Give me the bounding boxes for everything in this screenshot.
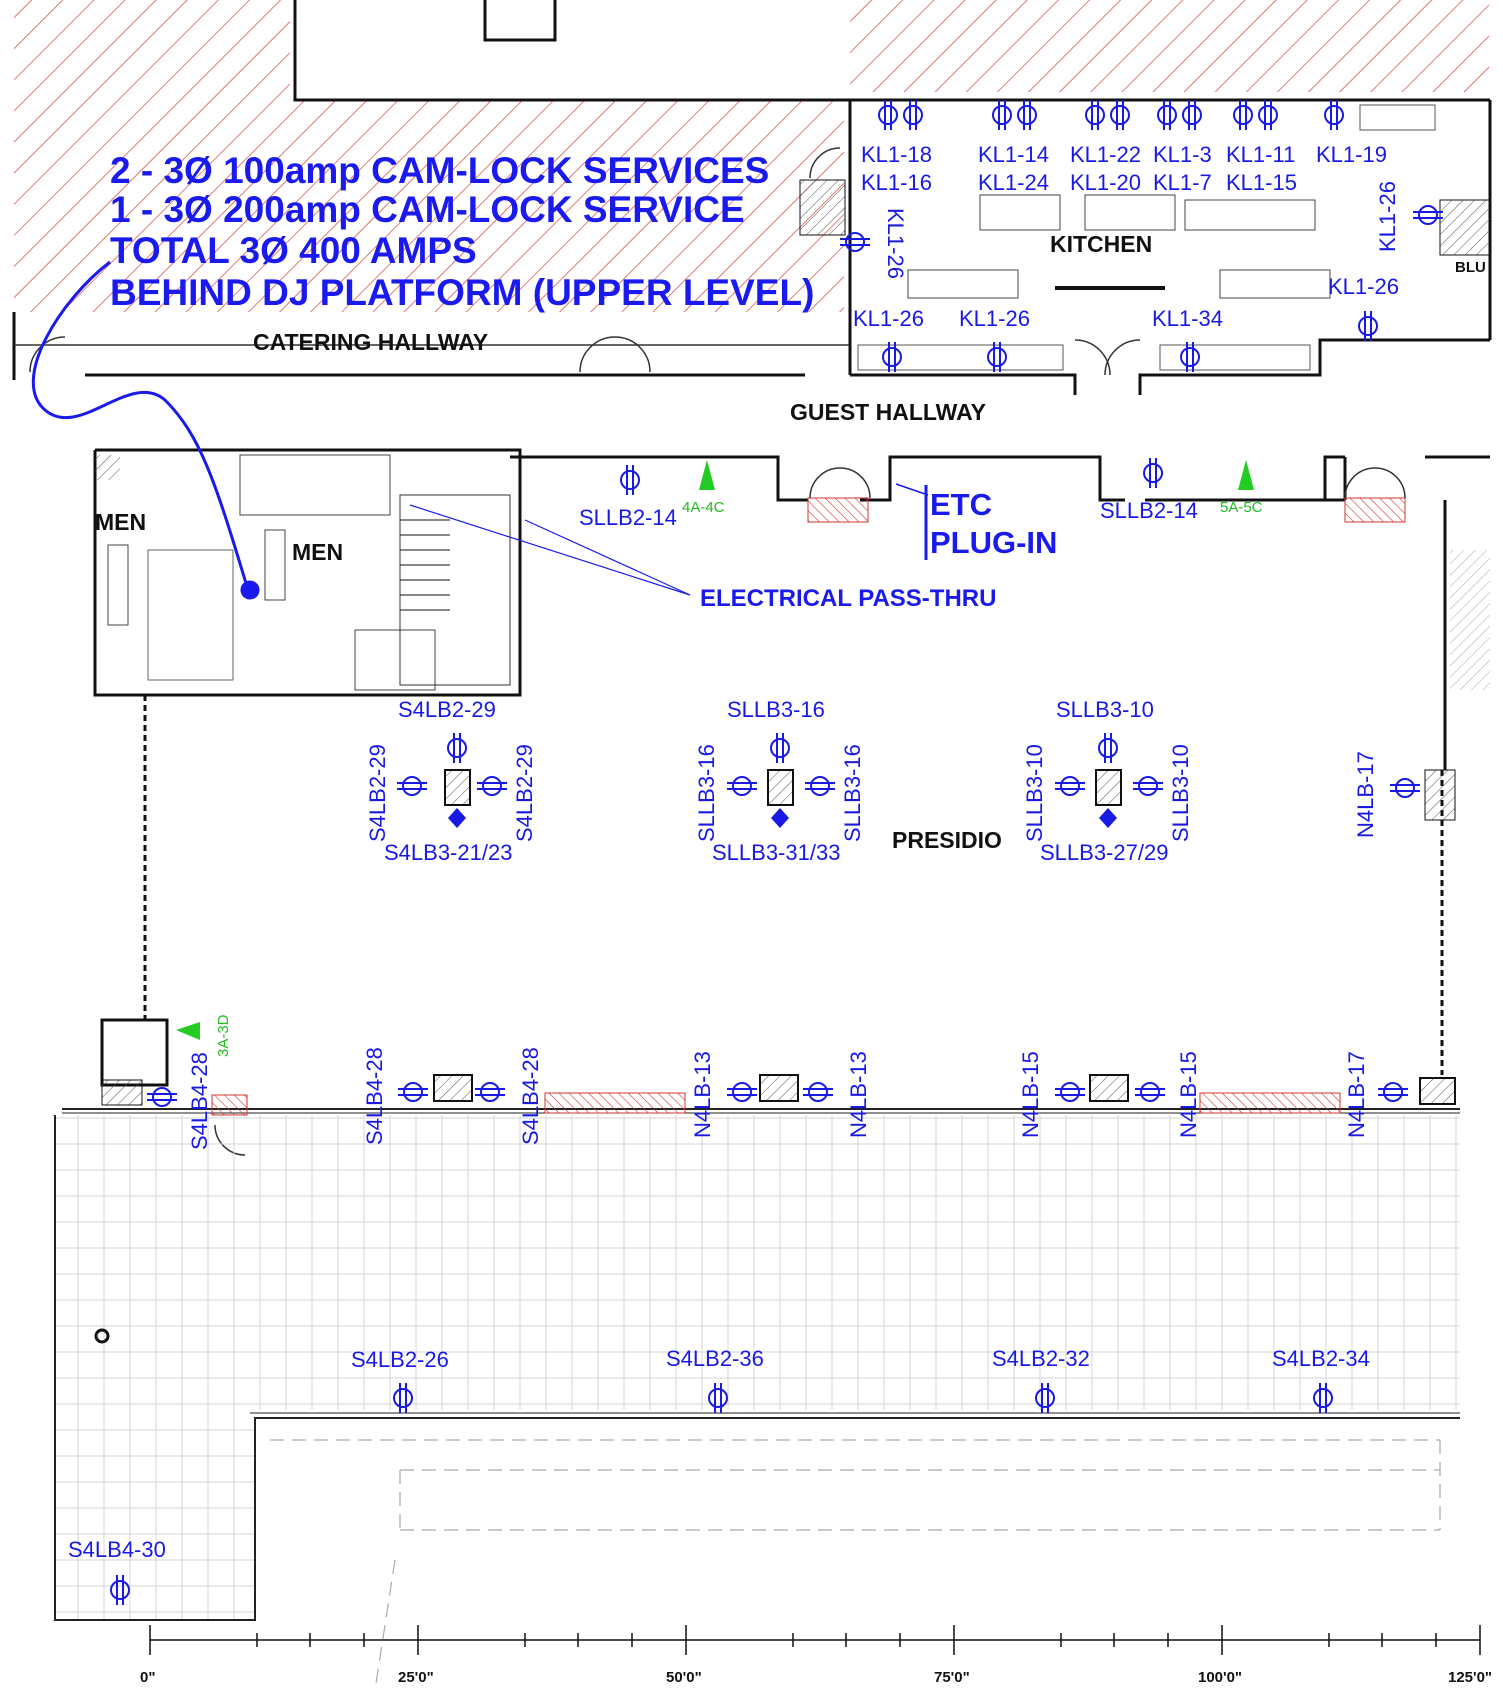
- floor-box-diamonds: [448, 808, 1117, 828]
- marker-label: 3A-3D: [215, 1014, 232, 1057]
- presidio-label: PRESIDIO: [892, 827, 1002, 853]
- marker-label: 4A-4C: [682, 499, 725, 516]
- circuit-label: KL1-7: [1153, 170, 1212, 195]
- scale-label: 75'0": [934, 1669, 970, 1686]
- circuit-label: S4LB4-28: [362, 1047, 387, 1145]
- south-wall: [62, 769, 1460, 1156]
- terrace-circuit-labels: S4LB2-26 S4LB2-36 S4LB2-32 S4LB2-34 S4LB…: [68, 1346, 1370, 1562]
- room-labels: CATERING HALLWAY GUEST HALLWAY KITCHEN M…: [95, 231, 1486, 853]
- kitchen-walls: [799, 98, 1492, 395]
- circuit-label: S4LB2-26: [351, 1347, 449, 1372]
- circuit-label: SLLB3-16: [727, 697, 825, 722]
- circuit-label: SLLB2-14: [1100, 498, 1198, 523]
- service-note-line3: TOTAL 3Ø 400 AMPS: [110, 230, 477, 271]
- circuit-label: SLLB3-10: [1168, 744, 1193, 842]
- circuit-label: KL1-14: [978, 142, 1049, 167]
- men-room-right-label: MEN: [292, 539, 343, 565]
- scale-label: 25'0": [398, 1669, 434, 1686]
- scale-label: 50'0": [666, 1669, 702, 1686]
- circuit-label: SLLB3-27/29: [1040, 840, 1168, 865]
- green-markers: [176, 460, 1254, 1040]
- circuit-label: KL1-15: [1226, 170, 1297, 195]
- circuit-label: KL1-16: [861, 170, 932, 195]
- circuit-label: SLLB3-31/33: [712, 840, 840, 865]
- circuit-label: SLLB3-10: [1056, 697, 1154, 722]
- circuit-label: N4LB-15: [1176, 1051, 1201, 1138]
- circuit-label: S4LB3-21/23: [384, 840, 512, 865]
- scale-label: 0": [140, 1669, 155, 1686]
- service-note-line4: BEHIND DJ PLATFORM (UPPER LEVEL): [110, 272, 814, 313]
- scale-bar: [149, 1625, 1481, 1655]
- circuit-label: S4LB2-32: [992, 1346, 1090, 1371]
- circuit-label: KL1-34: [1152, 306, 1223, 331]
- catering-hallway-walls: [12, 0, 850, 380]
- circuit-label: S4LB2-29: [398, 697, 496, 722]
- men-room-left-label: MEN: [95, 509, 146, 535]
- circuit-label: S4LB2-29: [365, 744, 390, 842]
- catering-hallway-label: CATERING HALLWAY: [253, 329, 488, 355]
- service-note: 2 - 3Ø 100amp CAM-LOCK SERVICES 1 - 3Ø 2…: [110, 150, 814, 313]
- circuit-label: SLLB3-16: [840, 744, 865, 842]
- stair: [400, 519, 450, 611]
- circuit-label: S4LB2-36: [666, 1346, 764, 1371]
- circuit-label: N4LB-13: [690, 1051, 715, 1138]
- guest-hallway-label: GUEST HALLWAY: [790, 399, 986, 425]
- kitchen-label: KITCHEN: [1050, 231, 1152, 257]
- circuit-label: KL1-22: [1070, 142, 1141, 167]
- circuit-label: KL1-19: [1316, 142, 1387, 167]
- terrace-grid: [54, 1115, 1460, 1621]
- circuit-label: N4LB-17: [1344, 1051, 1369, 1138]
- circuit-label: KL1-26: [883, 208, 908, 279]
- circuit-label: SLLB3-10: [1022, 744, 1047, 842]
- marker-labels: 4A-4C 5A-5C 3A-3D: [215, 499, 1263, 1057]
- circuit-label: N4LB-15: [1018, 1051, 1043, 1138]
- circuit-label: S4LB2-34: [1272, 1346, 1370, 1371]
- etc-plugin-line2: PLUG-IN: [930, 525, 1057, 560]
- circuit-label: KL1-18: [861, 142, 932, 167]
- marker-label: 5A-5C: [1220, 499, 1263, 516]
- presidio-walls: [93, 448, 1490, 1075]
- blu-partial-label: BLU: [1455, 259, 1486, 276]
- presidio-circuit-labels: SLLB2-14 SLLB2-14 S4LB2-29 S4LB2-29 S4LB…: [365, 498, 1378, 865]
- circuit-label: KL1-26: [853, 306, 924, 331]
- circuit-label: KL1-3: [1153, 142, 1212, 167]
- scale-labels: 0" 25'0" 50'0" 75'0" 100'0" 125'0": [140, 1669, 1492, 1686]
- circuit-label: N4LB-13: [846, 1051, 871, 1138]
- scale-label: 100'0": [1198, 1669, 1242, 1686]
- circuit-label: S4LB4-28: [518, 1047, 543, 1145]
- annotation-leaders: [32, 260, 929, 600]
- electrical-pass-thru: ELECTRICAL PASS-THRU: [700, 585, 996, 612]
- etc-plugin-line1: ETC: [930, 487, 992, 522]
- south-wall-circuit-labels: S4LB4-28 S4LB4-28 S4LB4-28 N4LB-13 N4LB-…: [187, 1047, 1369, 1150]
- circuit-label: S4LB4-28: [187, 1052, 212, 1150]
- circuit-label: N4LB-17: [1353, 751, 1378, 838]
- service-note-line2: 1 - 3Ø 200amp CAM-LOCK SERVICE: [110, 189, 745, 230]
- circuit-label: S4LB2-29: [512, 744, 537, 842]
- circuit-label: KL1-11: [1226, 142, 1295, 167]
- circuit-label: KL1-26: [959, 306, 1030, 331]
- scale-label: 125'0": [1448, 1669, 1492, 1686]
- circuit-label: KL1-24: [978, 170, 1049, 195]
- circuit-label: KL1-26: [1375, 181, 1400, 252]
- circuit-label: S4LB4-30: [68, 1537, 166, 1562]
- circuit-label: KL1-26: [1328, 274, 1399, 299]
- kitchen-circuit-labels: KL1-18 KL1-16 KL1-14 KL1-24 KL1-22 KL1-2…: [853, 142, 1400, 331]
- lower-planter-outlines: [270, 1439, 1441, 1691]
- circuit-label: SLLB2-14: [579, 505, 677, 530]
- circuit-label: KL1-20: [1070, 170, 1141, 195]
- circuit-label: SLLB3-16: [694, 744, 719, 842]
- service-note-line1: 2 - 3Ø 100amp CAM-LOCK SERVICES: [110, 150, 769, 191]
